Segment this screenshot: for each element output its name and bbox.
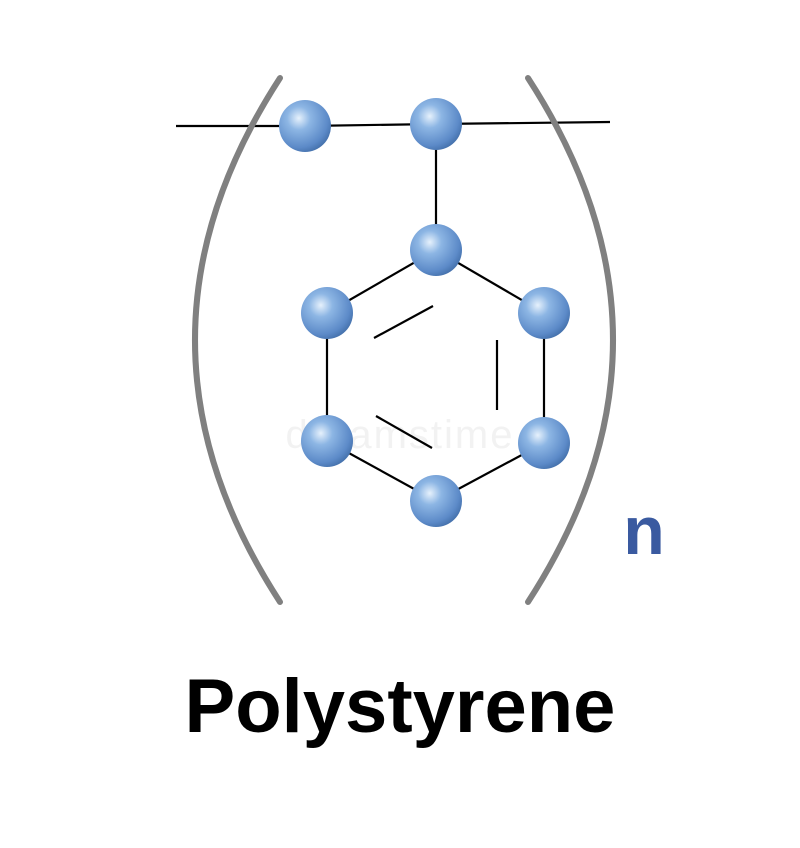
ring-atom-lower-right: [518, 417, 570, 469]
page-title: Polystyrene: [184, 664, 616, 749]
left-bracket: [192, 75, 283, 605]
double-bond-inner-line: [375, 415, 433, 449]
backbone-atom-1: [279, 100, 331, 152]
benzene-ring-bonds: [325, 249, 546, 502]
ring-atom-bottom: [410, 475, 462, 527]
double-bond-inner-line: [373, 305, 434, 339]
ring-atom-upper-left: [301, 287, 353, 339]
benzene-double-bond-lines: [373, 305, 499, 449]
backbone-atom-2: [410, 98, 462, 150]
right-bracket: [525, 75, 616, 605]
atoms: [279, 98, 570, 527]
repeat-unit-subscript: n: [623, 493, 665, 569]
ring-atom-lower-left: [301, 415, 353, 467]
backbone-bond-right: [435, 120, 611, 126]
ring-atom-top: [410, 224, 462, 276]
ring-atom-upper-right: [518, 287, 570, 339]
